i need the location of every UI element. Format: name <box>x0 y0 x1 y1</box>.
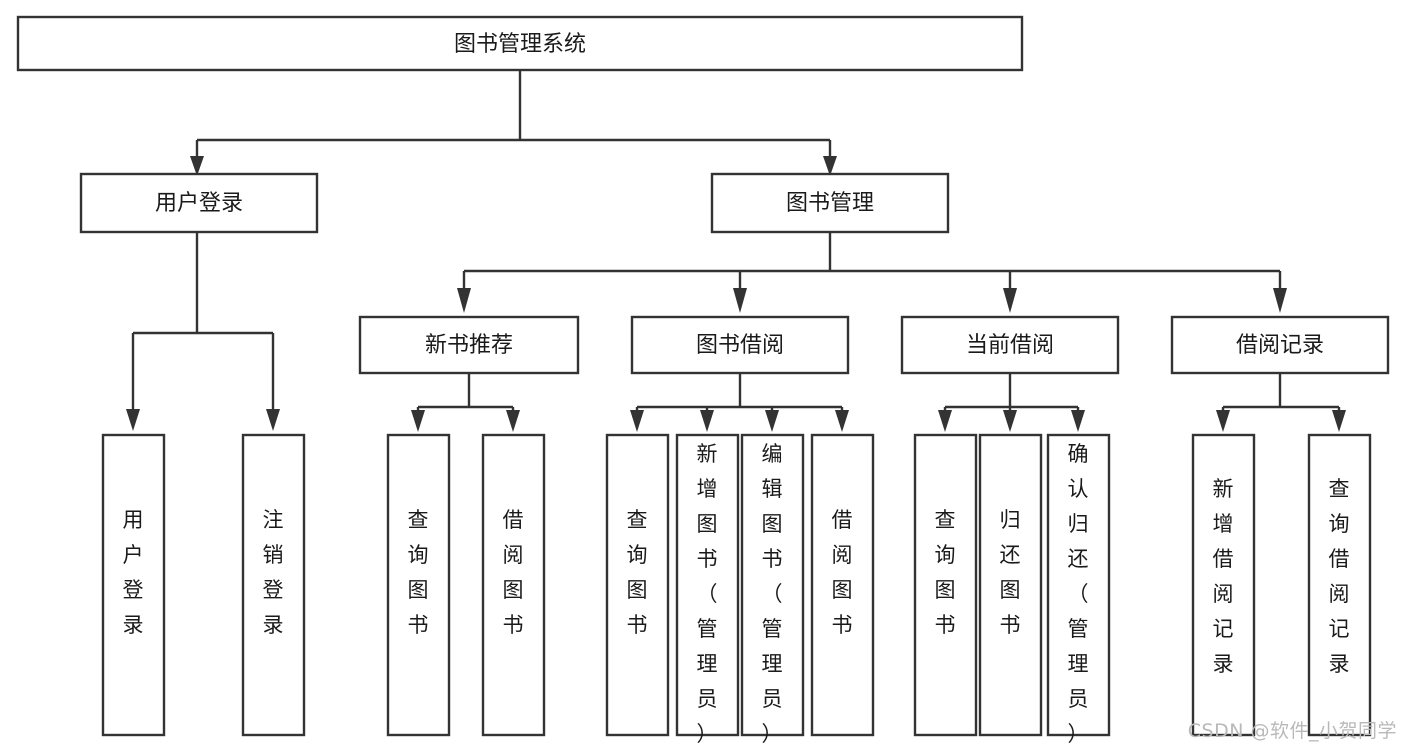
leaf-node-confirm-return-admin-box[interactable] <box>1046 433 1111 737</box>
leaf-node-confirm-return-admin[interactable]: 确认归还（管理员） <box>1046 433 1111 746</box>
leaf-node-query-book-recommend-label: 查询图书 <box>408 508 429 637</box>
leaf-node-query-book-borrow-label: 查询图书 <box>627 508 648 637</box>
leaf-node-add-book-admin[interactable]: 新增图书（管理员） <box>675 433 740 746</box>
leaf-node-add-book-admin-box[interactable] <box>675 433 740 737</box>
node-borrow-record-label: 借阅记录 <box>1236 333 1324 358</box>
node-new-book-recommend-label: 新书推荐 <box>425 333 513 358</box>
leaf-node-borrow-book-box[interactable] <box>810 433 875 737</box>
arrow-newbook-leaf-1 <box>411 410 425 432</box>
leaf-node-query-borrow-record[interactable]: 查询借阅记录 <box>1307 433 1372 737</box>
node-book-borrow-label: 图书借阅 <box>696 333 784 358</box>
arrow-to-book-mgmt <box>823 156 837 176</box>
node-current-borrow-label: 当前借阅 <box>966 333 1054 358</box>
node-current-borrow-box[interactable] <box>900 315 1120 375</box>
leaf-node-edit-book-admin[interactable]: 编辑图书（管理员） <box>740 433 805 746</box>
node-user-login-box[interactable] <box>79 172 319 234</box>
leaf-node-logout[interactable]: 注销登录 <box>241 433 306 737</box>
arrow-to-borrow-record <box>1273 288 1287 313</box>
leaf-node-query-borrow-record-label: 查询借阅记录 <box>1329 477 1350 676</box>
leaf-node-query-book-current-box[interactable] <box>913 433 978 737</box>
arrow-currentborrow-leaf-1 <box>938 410 952 432</box>
leaf-node-return-book-box[interactable] <box>978 433 1043 737</box>
leaf-node-return-book[interactable]: 归还图书 <box>978 433 1043 737</box>
arrow-newbook-leaf-2 <box>506 410 520 432</box>
arrow-bookborrow-leaf-3 <box>765 410 779 432</box>
leaf-node-edit-book-admin-label: 编辑图书（管理员） <box>762 442 783 746</box>
leaf-node-edit-book-admin-box[interactable] <box>740 433 805 737</box>
node-current-borrow[interactable]: 当前借阅 <box>900 315 1120 375</box>
leaf-node-query-book-current[interactable]: 查询图书 <box>913 433 978 737</box>
leaf-node-borrow-book-recommend-box[interactable] <box>481 433 546 737</box>
leaf-node-borrow-book[interactable]: 借阅图书 <box>810 433 875 737</box>
leaf-node-user-login[interactable]: 用户登录 <box>101 433 166 737</box>
leaf-node-borrow-book-label: 借阅图书 <box>832 508 853 637</box>
node-new-book-recommend-box[interactable] <box>358 315 580 375</box>
connector-group <box>126 70 1346 432</box>
leaf-node-return-book-label: 归还图书 <box>1000 508 1021 637</box>
leaf-node-query-borrow-record-box[interactable] <box>1307 433 1372 737</box>
leaf-node-confirm-return-admin-label: 确认归还（管理员） <box>1068 442 1089 746</box>
arrow-currentborrow-leaf-2 <box>1003 410 1017 432</box>
leaf-node-borrow-book-recommend[interactable]: 借阅图书 <box>481 433 546 737</box>
leaf-node-borrow-book-recommend-label: 借阅图书 <box>503 508 524 637</box>
arrow-currentborrow-leaf-3 <box>1071 410 1085 432</box>
leaf-node-query-book-borrow-box[interactable] <box>605 433 670 737</box>
node-book-borrow-box[interactable] <box>630 315 850 375</box>
leaf-node-query-book-recommend[interactable]: 查询图书 <box>386 433 451 737</box>
leaf-node-add-borrow-record-box[interactable] <box>1191 433 1256 737</box>
arrow-borrowrecord-leaf-2 <box>1332 410 1346 432</box>
node-root-system[interactable]: 图书管理系统 <box>16 15 1024 72</box>
node-root-system-label: 图书管理系统 <box>454 32 586 57</box>
node-borrow-record-box[interactable] <box>1170 315 1390 375</box>
node-root-system-box[interactable] <box>16 15 1024 72</box>
leaf-node-query-book-recommend-box[interactable] <box>386 433 451 737</box>
node-user-login[interactable]: 用户登录 <box>79 172 319 234</box>
leaf-node-logout-label: 注销登录 <box>263 508 284 637</box>
leaf-node-user-login-label: 用户登录 <box>123 508 144 637</box>
leaf-node-add-borrow-record[interactable]: 新增借阅记录 <box>1191 433 1256 737</box>
arrow-user-login-leaf-1 <box>126 409 140 431</box>
leaf-node-query-book-borrow[interactable]: 查询图书 <box>605 433 670 737</box>
node-user-login-label: 用户登录 <box>155 191 243 216</box>
leaf-node-user-login-box[interactable] <box>101 433 166 737</box>
node-book-management[interactable]: 图书管理 <box>710 172 950 234</box>
leaf-node-add-book-admin-label: 新增图书（管理员） <box>697 442 718 746</box>
arrow-to-user-login <box>190 156 204 176</box>
node-book-borrow[interactable]: 图书借阅 <box>630 315 850 375</box>
csdn-watermark: CSDN @软件_小贺同学 <box>1187 720 1397 742</box>
arrow-user-login-leaf-2 <box>266 409 280 431</box>
node-new-book-recommend[interactable]: 新书推荐 <box>358 315 580 375</box>
node-borrow-record[interactable]: 借阅记录 <box>1170 315 1390 375</box>
arrow-to-book-borrow <box>733 288 747 313</box>
arrow-to-new-book <box>457 288 471 313</box>
arrow-bookborrow-leaf-4 <box>835 410 849 432</box>
leaf-node-add-borrow-record-label: 新增借阅记录 <box>1213 477 1234 676</box>
arrow-bookborrow-leaf-1 <box>630 410 644 432</box>
arrow-bookborrow-leaf-2 <box>700 410 714 432</box>
leaf-node-logout-box[interactable] <box>241 433 306 737</box>
node-book-management-box[interactable] <box>710 172 950 234</box>
arrow-to-current-borrow <box>1003 288 1017 313</box>
leaf-node-query-book-current-label: 查询图书 <box>935 508 956 637</box>
arrow-borrowrecord-leaf-1 <box>1216 410 1230 432</box>
node-book-management-label: 图书管理 <box>786 191 874 216</box>
